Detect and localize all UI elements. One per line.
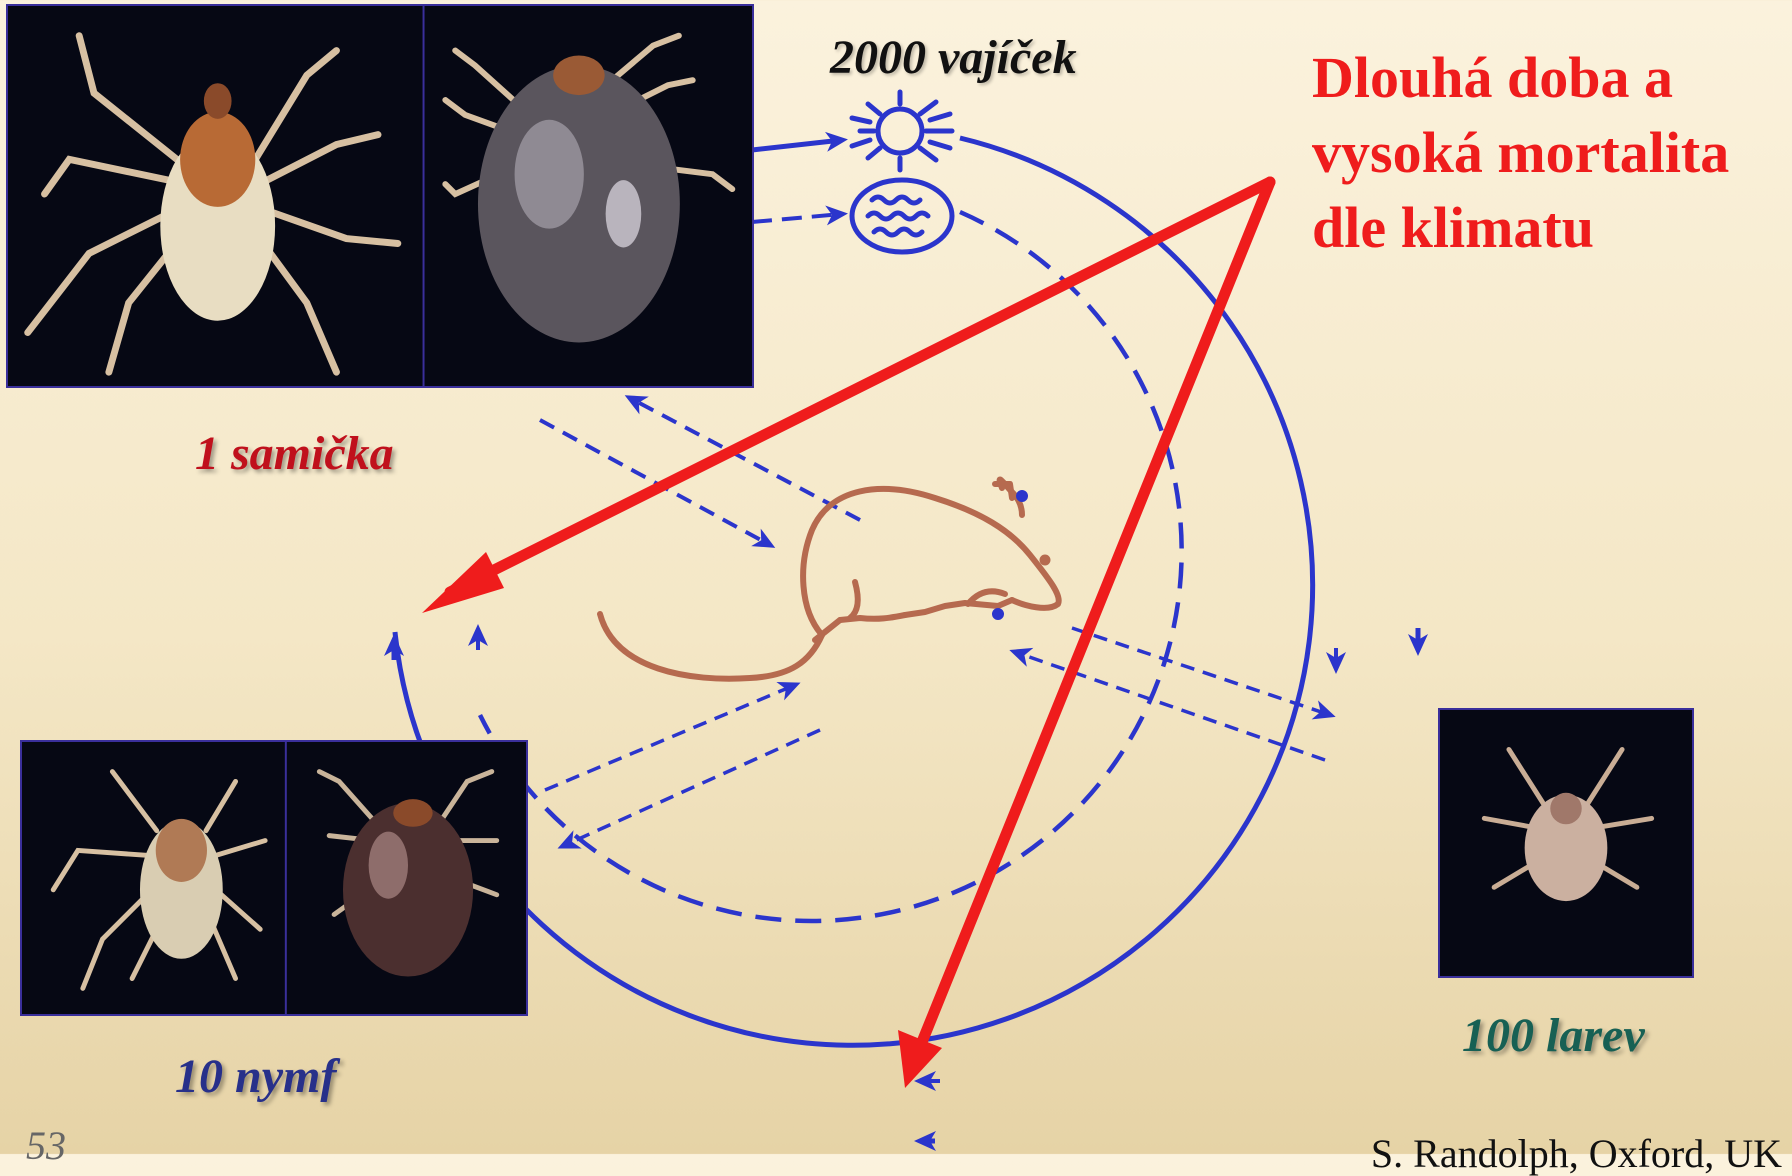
feeding-arrow-nymph-to-host — [545, 685, 795, 790]
callout-line-3: dle klimatu — [1312, 190, 1782, 265]
larvae-label: 100 larev — [1462, 1012, 1645, 1060]
nymphs-label: 10 nymf — [175, 1053, 336, 1101]
eggs-label: 2000 vajíček — [830, 34, 1077, 82]
mortality-callout: Dlouhá doba a vysoká mortalita dle klima… — [1312, 40, 1782, 265]
mouse-host-icon — [600, 479, 1059, 678]
source-credit: S. Randolph, Oxford, UK — [1371, 1134, 1782, 1174]
inner-cycle-to-eggmass — [752, 214, 842, 222]
female-label: 1 samička — [195, 430, 394, 478]
nymph-photo — [20, 740, 528, 1016]
outer-cycle-to-eggs — [752, 140, 842, 150]
red-arrow-head-female — [422, 552, 504, 613]
slide-number: 53 — [26, 1126, 66, 1166]
feeding-arrow-host-to-larva — [1072, 628, 1330, 715]
larva-photo — [1438, 708, 1694, 978]
hatching-egg-icon — [852, 92, 952, 170]
adult-female-photo-art — [8, 6, 752, 386]
larva-photo-art — [1440, 710, 1692, 976]
egg-mass-icon — [852, 180, 952, 252]
feeding-arrow-host-to-nymph — [563, 730, 820, 846]
nymph-photo-art — [22, 742, 526, 1014]
adult-female-photo — [6, 4, 754, 388]
feeding-arrow-host-to-adult — [630, 398, 860, 520]
callout-line-2: vysoká mortalita — [1312, 115, 1782, 190]
callout-line-1: Dlouhá doba a — [1312, 40, 1782, 115]
